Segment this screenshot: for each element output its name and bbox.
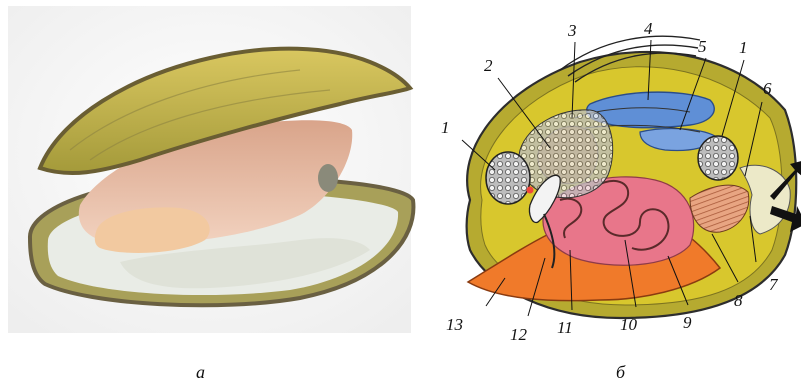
label-10: 10 [620,315,638,334]
label-6: 6 [763,79,772,98]
siphon-knob [318,164,338,192]
caption-panel-b: б [616,362,626,382]
caption-panel-a: а [196,362,205,382]
label-8: 8 [734,291,743,310]
label-13: 13 [446,315,463,334]
panel-b-diagram: 1 2 3 4 5 1 6 7 8 9 10 11 12 13 [441,19,801,344]
cerebral-ganglion [527,187,534,194]
label-4: 4 [644,19,653,38]
anterior-adductor [486,152,530,204]
label-11: 11 [557,318,573,337]
label-12: 12 [510,325,528,344]
label-2: 2 [484,56,493,75]
posterior-adductor [698,136,738,180]
label-3: 3 [567,21,577,40]
label-9: 9 [683,313,692,332]
label-1-right: 1 [739,38,748,57]
label-7: 7 [769,275,779,294]
panel-a-photo [8,6,413,333]
label-5: 5 [698,37,707,56]
label-1-left: 1 [441,118,450,137]
